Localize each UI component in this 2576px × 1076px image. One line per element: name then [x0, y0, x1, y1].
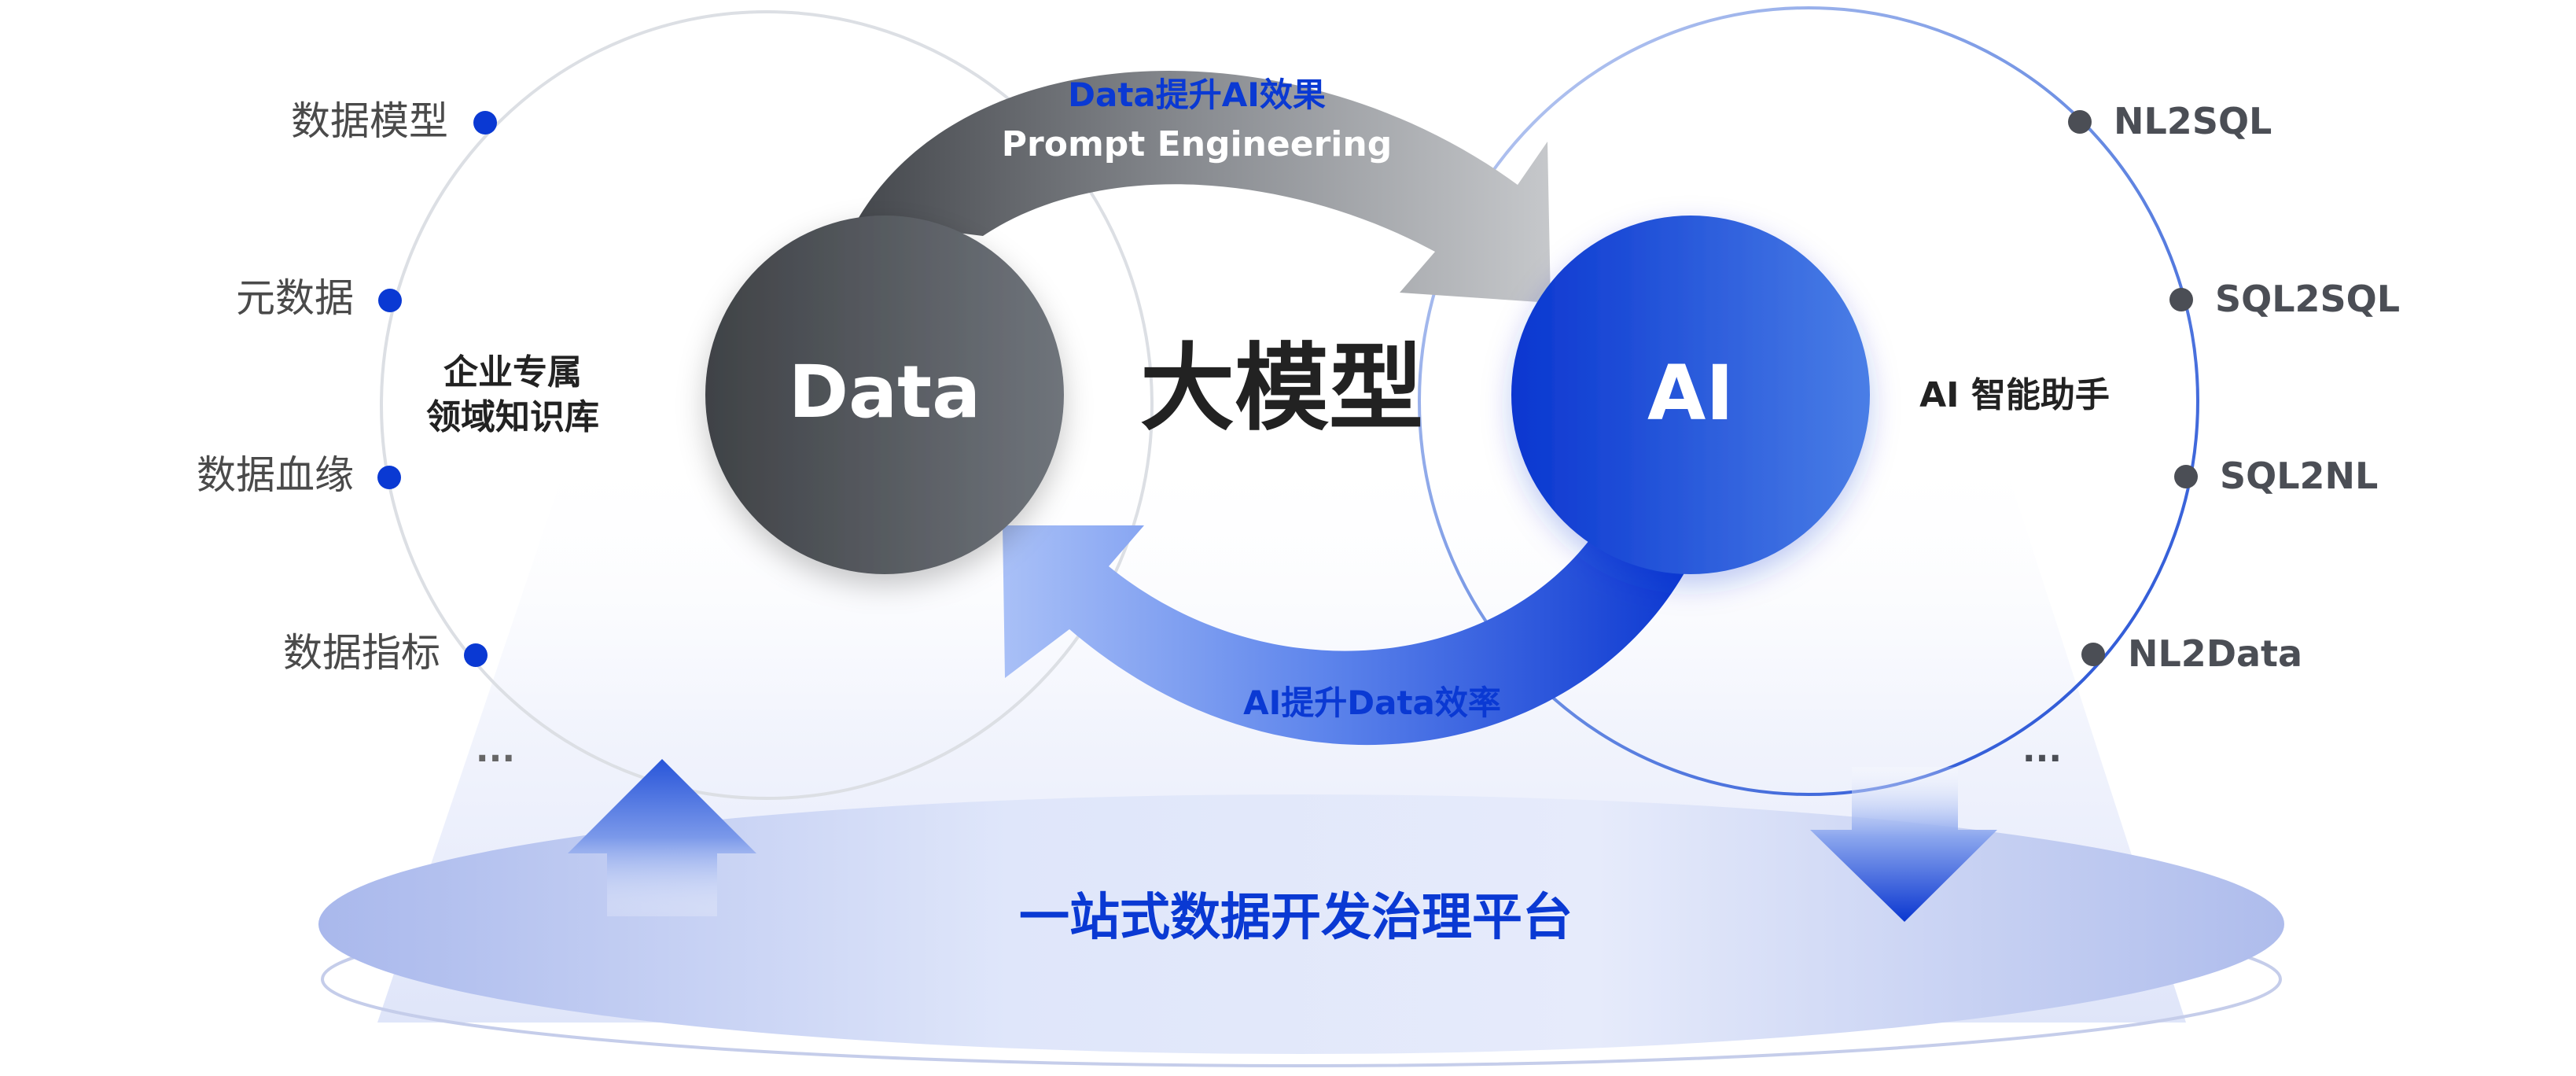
ai-item-label: NL2SQL	[2114, 100, 2272, 142]
ai-item-label: SQL2NL	[2220, 455, 2378, 497]
platform-ellipse	[318, 794, 2284, 1054]
data-item-dot	[377, 466, 401, 489]
data-inner-label-line2: 领域知识库	[426, 397, 599, 437]
ai-item-dot	[2068, 110, 2092, 134]
ai-item-dot	[2169, 288, 2193, 311]
ai-circle-label: AI	[1647, 349, 1734, 437]
data-item-label: 数据指标	[283, 630, 440, 676]
data-item-dot	[464, 643, 488, 667]
ai-item-label: NL2Data	[2128, 632, 2302, 675]
top-curved-arrow	[857, 70, 1551, 304]
up-arrow	[568, 759, 756, 916]
data-item-label: 数据血缘	[197, 452, 354, 498]
top-arrow-label: Data提升AI效果	[1068, 76, 1326, 114]
down-arrow	[1810, 767, 1997, 922]
bottom-curved-arrow	[1003, 519, 1700, 746]
center-title: 大模型	[1140, 334, 1423, 444]
platform-label: 一站式数据开发治理平台	[1019, 889, 1573, 947]
data-circle	[705, 216, 1064, 574]
ai-outer-ring	[1418, 6, 2199, 796]
ai-inner-label: AI 智能助手	[1919, 375, 2110, 415]
top-arrow-sublabel: Prompt Engineering	[1002, 124, 1392, 164]
ai-item-dot	[2174, 465, 2198, 488]
ai-item-label: SQL2SQL	[2215, 278, 2400, 320]
ai-item-dot	[2081, 643, 2105, 666]
data-item-dot	[378, 289, 402, 312]
data-item-dot	[473, 111, 497, 134]
data-inner-label-line1: 企业专属	[443, 352, 582, 392]
data-item-label: 元数据	[236, 275, 354, 321]
ai-circle	[1511, 216, 1870, 574]
data-circle-label: Data	[789, 350, 981, 434]
bottom-arrow-label: AI提升Data效率	[1243, 684, 1501, 722]
data-outer-ring	[380, 10, 1154, 800]
ai-items-ellipsis: ...	[2022, 730, 2062, 770]
data-items-ellipsis: ...	[476, 730, 515, 770]
data-item-label: 数据模型	[291, 98, 448, 144]
